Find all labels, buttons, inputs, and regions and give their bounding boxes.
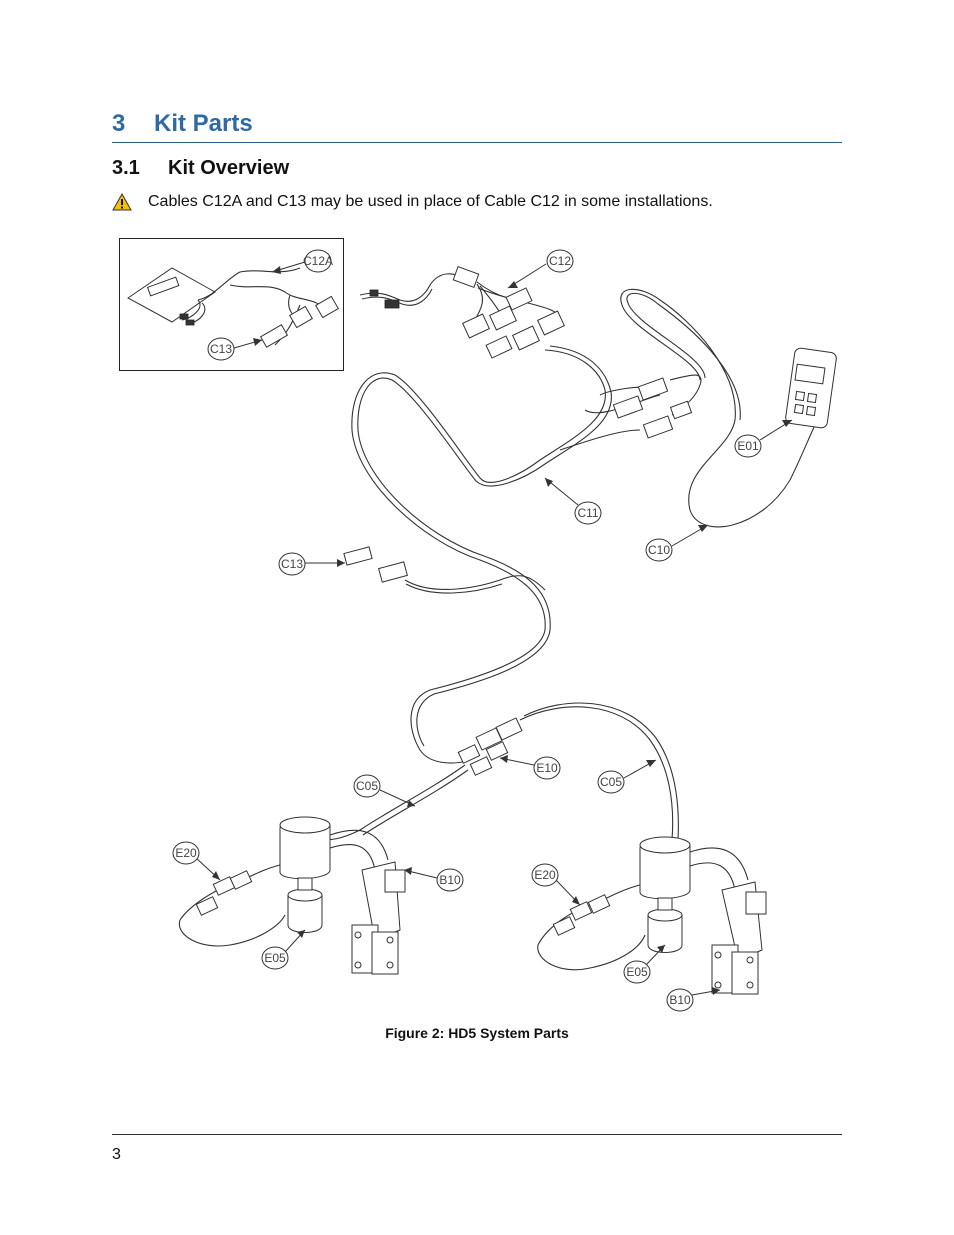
section-number: 3 [112, 110, 126, 137]
label-c13-inset: C13 [210, 342, 232, 356]
sensor-assembly-left: E20 B10 E05 [172, 816, 464, 975]
section-heading: 3 Kit Parts [112, 110, 842, 143]
label-e20-right: E20 [534, 868, 556, 882]
note-text: Cables C12A and C13 may be used in place… [148, 193, 713, 210]
section-title: Kit Parts [154, 110, 253, 137]
subsection-title: Kit Overview [168, 157, 290, 179]
label-e01: E01 [737, 439, 759, 453]
cable-c05-left: C05 [319, 764, 469, 841]
label-e05-left: E05 [264, 951, 286, 965]
cable-c12: C12 [359, 249, 574, 359]
label-b10-right: B10 [669, 993, 691, 1007]
subsection-number: 3.1 [112, 157, 140, 179]
label-c10: C10 [648, 543, 670, 557]
cable-c05-right: C05 [597, 759, 657, 794]
label-b10-left: B10 [439, 873, 461, 887]
label-e20-left: E20 [175, 846, 197, 860]
footer-divider [112, 1134, 842, 1135]
label-c13: C13 [281, 557, 303, 571]
label-c11: C11 [577, 506, 598, 520]
label-c12: C12 [549, 254, 571, 268]
sensor-assembly-right: E20 E05 B10 [531, 836, 767, 1012]
label-c05-left: C05 [356, 779, 378, 793]
junction-e10: E10 [457, 702, 679, 841]
label-e05-right: E05 [626, 965, 648, 979]
cable-c13: C13 [278, 546, 546, 594]
label-c05-right: C05 [600, 775, 622, 789]
warning-triangle-icon [112, 193, 132, 211]
page-number: 3 [112, 1146, 121, 1163]
label-c12a: C12A [303, 254, 333, 268]
label-e10: E10 [536, 761, 558, 775]
inset-c12a-c13: C12A C13 [119, 238, 344, 371]
cable-c11: C11 [351, 345, 702, 764]
figure-caption: Figure 2: HD5 System Parts [385, 1025, 569, 1041]
cable-c10-display-e01: E01 C10 [620, 288, 837, 562]
